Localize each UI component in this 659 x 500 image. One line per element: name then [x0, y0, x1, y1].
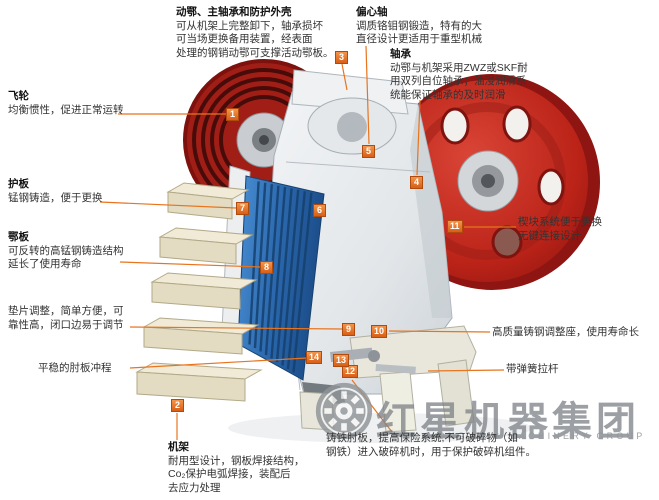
callout-line: 耐用型设计，钢板焊接结构，: [168, 454, 305, 467]
part-badge-3: 3: [335, 51, 348, 64]
hongxing-logo-icon: [315, 382, 373, 440]
callout-line: 可从机架上完整卸下，轴承损坏: [176, 19, 323, 32]
callout-spring-rod: 带弹簧拉杆: [506, 363, 559, 377]
callout-eccentric-shaft: 偏心轴 调质铬钼钢锻造，特有的大 直径设计更适用于重型机械: [356, 6, 482, 47]
part-badge-7: 7: [236, 202, 249, 215]
callout-line: 均衡惯性，促进正常运转: [8, 103, 124, 116]
callout-guard-plate: 护板 锰钢铸造，便于更换: [8, 178, 103, 205]
watermark-subtitle: HONGXING MACHINERY GROUP: [428, 431, 646, 441]
callout-line: 调质铬钼钢锻造，特有的大: [356, 19, 482, 32]
connector-lines: [99, 45, 516, 440]
part-badge-4: 4: [410, 176, 423, 189]
callout-line: 带弹簧拉杆: [506, 363, 559, 375]
callout-shim-adjustment: 垫片调整，简单方便，可 靠性高，闭口边易于调节: [8, 305, 124, 332]
callout-line: 去应力处理: [168, 481, 221, 494]
callout-line: Co₂保护电弧焊接，装配后: [168, 468, 291, 480]
callout-line: 可反转的高锰钢铸造结构: [8, 244, 124, 257]
watermark-brand: 红星机器集团: [376, 400, 640, 444]
part-badge-6: 6: [313, 204, 326, 217]
callout-line: 钢铁）进入破碎机时，用于保护破碎机组件。: [326, 445, 536, 458]
callout-line: 延长了使用寿命: [8, 258, 82, 270]
callout-title: 机架: [168, 441, 189, 453]
callout-frame: 机架 耐用型设计，钢板焊接结构， Co₂保护电弧焊接，装配后 去应力处理: [168, 441, 305, 495]
callout-line: 无键连接设计: [518, 229, 581, 242]
callout-moving-jaw-assembly: 动鄂、主轴承和防护外壳 可从机架上完整卸下，轴承损坏 可当场更换备用装置，经表面…: [176, 6, 334, 60]
part-badge-8: 8: [260, 261, 273, 274]
flywheel-holes: [440, 105, 565, 259]
part-badge-10: 10: [371, 325, 388, 338]
callout-line: 统能保证轴承的及时润滑: [390, 88, 506, 101]
callout-jaw-plate: 鄂板 可反转的高锰钢铸造结构 延长了使用寿命: [8, 231, 124, 272]
crusher-body: [267, 69, 453, 395]
callout-flywheel: 飞轮 均衡惯性，促进正常运转: [8, 90, 124, 117]
callout-title: 轴承: [390, 48, 411, 60]
liner-plate-stack: [135, 182, 263, 402]
part-badge-5: 5: [362, 145, 375, 158]
callout-line: 靠性高，闭口边易于调节: [8, 318, 124, 331]
callout-line: 直径设计更适用于重型机械: [356, 33, 482, 45]
callout-toggle-stroke: 平稳的肘板冲程: [38, 362, 112, 376]
part-badge-2: 2: [171, 399, 184, 412]
part-badge-13: 13: [333, 354, 350, 367]
part-badge-1: 1: [226, 108, 239, 121]
part-badge-9: 9: [342, 323, 355, 336]
callout-title: 动鄂、主轴承和防护外壳: [176, 6, 292, 18]
callout-line: 用双列自位轴承；油浸润滑系: [390, 75, 527, 87]
callout-line: 动鄂与机架采用ZWZ或SKF耐: [390, 61, 528, 74]
callout-wedge-system: 楔块系统便于更换 无键连接设计: [518, 216, 602, 243]
callout-line: 锰钢铸造，便于更换: [8, 191, 103, 204]
callout-line: 处理的钢销动鄂可支撑活动鄂板。: [176, 46, 334, 59]
callout-line: 铸铁肘板，提高保险系统,不可破碎物（如: [326, 432, 518, 444]
callout-title: 护板: [8, 178, 29, 190]
callout-title: 飞轮: [8, 90, 29, 102]
callout-line: 高质量铸钢调整座，使用寿命长: [492, 326, 639, 338]
callout-line: 平稳的肘板冲程: [38, 362, 112, 374]
part-badge-14: 14: [306, 351, 323, 364]
callout-title: 偏心轴: [356, 6, 388, 18]
callout-line: 可当场更换备用装置，经表面: [176, 33, 313, 45]
callout-title: 鄂板: [8, 231, 29, 243]
callout-line: 楔块系统便于更换: [518, 216, 602, 228]
callout-bearing: 轴承 动鄂与机架采用ZWZ或SKF耐 用双列自位轴承；油浸润滑系 统能保证轴承的…: [390, 48, 528, 102]
part-badge-12: 12: [342, 365, 359, 378]
callout-adjust-seat: 高质量铸钢调整座，使用寿命长: [492, 326, 639, 340]
callout-toggle-plate: 铸铁肘板，提高保险系统,不可破碎物（如 钢铁）进入破碎机时，用于保护破碎机组件。: [326, 432, 536, 459]
callout-line: 垫片调整，简单方便，可: [8, 305, 124, 317]
part-badge-11: 11: [447, 220, 463, 233]
